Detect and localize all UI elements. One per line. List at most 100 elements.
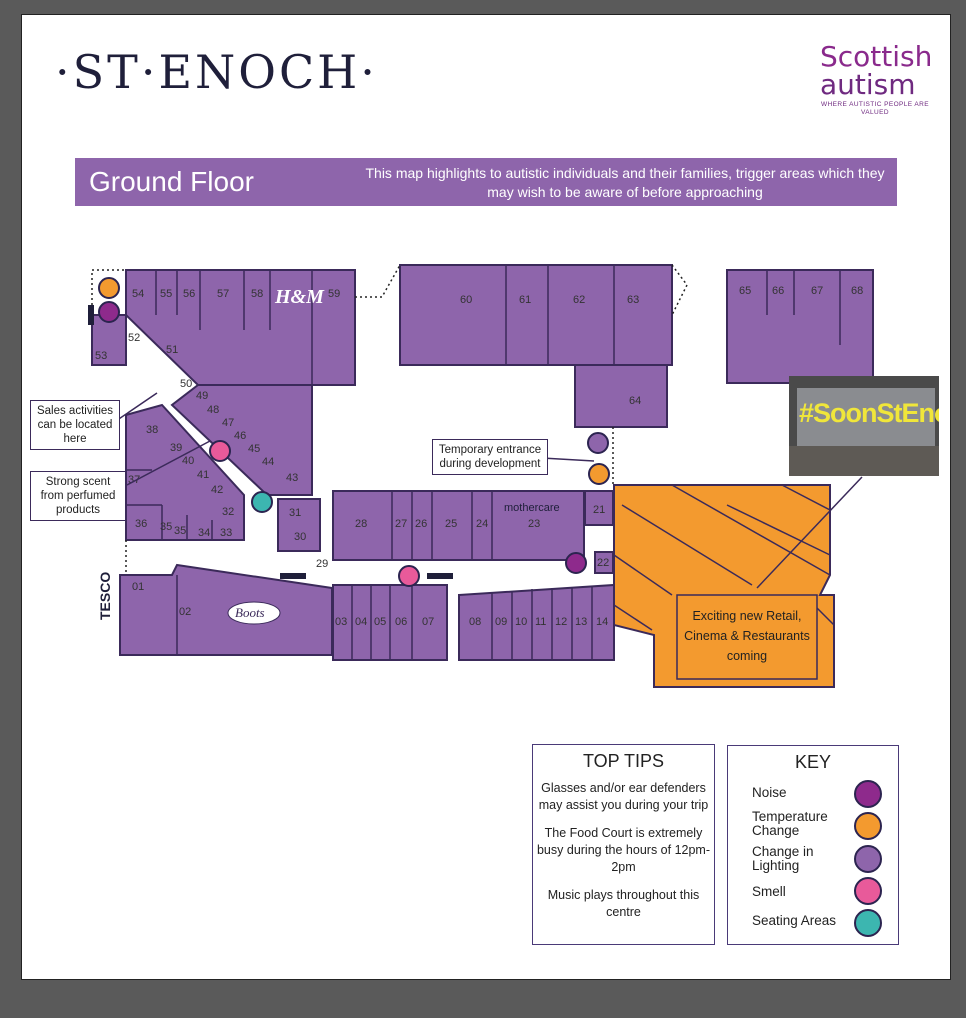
svg-text:13: 13 — [575, 616, 587, 628]
svg-text:58: 58 — [251, 288, 263, 300]
svg-text:64: 64 — [629, 395, 641, 407]
top-tips-panel: TOP TIPS Glasses and/or ear defenders ma… — [532, 744, 715, 945]
svg-text:09: 09 — [495, 616, 507, 628]
svg-text:30: 30 — [294, 531, 306, 543]
noise-icon — [565, 552, 587, 574]
svg-text:49: 49 — [196, 390, 208, 402]
svg-text:42: 42 — [211, 484, 223, 496]
svg-text:02: 02 — [179, 606, 191, 618]
tip-item: Glasses and/or ear defenders may assist … — [538, 781, 709, 812]
boots-logo: Boots — [235, 605, 265, 620]
svg-text:62: 62 — [573, 294, 585, 306]
svg-text:28: 28 — [355, 518, 367, 530]
svg-text:66: 66 — [772, 285, 784, 297]
key-label-smell: Smell — [752, 884, 786, 899]
svg-text:61: 61 — [519, 294, 531, 306]
headphones-icon — [854, 780, 882, 808]
svg-text:43: 43 — [286, 472, 298, 484]
svg-text:01: 01 — [132, 581, 144, 593]
tip-item: Music plays throughout this centre — [547, 888, 700, 919]
svg-text:05: 05 — [374, 616, 386, 628]
svg-text:29: 29 — [316, 558, 328, 570]
svg-text:27: 27 — [395, 518, 407, 530]
svg-text:38: 38 — [146, 424, 158, 436]
temperature-icon — [98, 277, 120, 299]
svg-text:60: 60 — [460, 294, 472, 306]
svg-text:26: 26 — [415, 518, 427, 530]
key-title: KEY — [794, 752, 832, 772]
svg-text:22: 22 — [597, 557, 609, 569]
scottish-autism-logo: Scottish autism WHERE AUTISTIC PEOPLE AR… — [820, 43, 935, 117]
svg-text:46: 46 — [234, 430, 246, 442]
unit-block-left — [125, 403, 245, 541]
tesco-logo: TESCO — [97, 572, 113, 620]
svg-text:34: 34 — [198, 527, 210, 539]
svg-text:12: 12 — [555, 616, 567, 628]
top-tips-title: TOP TIPS — [582, 751, 665, 771]
callout-coming: Exciting new Retail, Cinema & Restaurant… — [679, 603, 815, 669]
svg-text:68: 68 — [851, 285, 863, 297]
svg-text:41: 41 — [197, 469, 209, 481]
svg-text:52: 52 — [128, 332, 140, 344]
svg-text:11: 11 — [535, 616, 546, 628]
svg-text:23: 23 — [528, 518, 540, 530]
lightbulb-icon — [587, 432, 609, 454]
callout-scent: Strong scent from perfumed products — [30, 471, 126, 521]
svg-text:32: 32 — [222, 506, 234, 518]
svg-text:47: 47 — [222, 417, 234, 429]
partner-logo-line2: autism — [820, 68, 916, 101]
svg-text:24: 24 — [476, 518, 488, 530]
svg-text:07: 07 — [422, 616, 434, 628]
noise-icon — [98, 301, 120, 323]
seat-icon — [854, 909, 882, 937]
smell-icon — [209, 440, 231, 462]
svg-text:40: 40 — [182, 455, 194, 467]
seating-icon — [251, 491, 273, 513]
svg-text:04: 04 — [355, 616, 367, 628]
mothercare-logo: mothercare — [504, 502, 560, 514]
photo-floor — [789, 446, 939, 476]
svg-text:06: 06 — [395, 616, 407, 628]
banner-description: This map highlights to autistic individu… — [365, 165, 885, 200]
svg-text:36: 36 — [135, 518, 147, 530]
key-panel: KEY Noise Temperature Change Change in L… — [727, 745, 899, 945]
svg-text:33: 33 — [220, 527, 232, 539]
thermometer-icon — [854, 812, 882, 840]
svg-text:50: 50 — [180, 378, 192, 390]
svg-text:48: 48 — [207, 404, 219, 416]
key-label-noise: Noise — [752, 785, 787, 800]
unit-block-diagonal — [170, 384, 313, 496]
svg-text:35: 35 — [174, 525, 186, 537]
floor-banner: Ground Floor This map highlights to auti… — [75, 158, 897, 206]
svg-text:14: 14 — [596, 616, 608, 628]
map-page: ·ST·ENOCH· Scottish autism WHERE AUTISTI… — [21, 14, 951, 980]
partner-logo-line1: Scottish — [820, 40, 933, 73]
partner-tagline: WHERE AUTISTIC PEOPLE ARE VALUED — [821, 101, 929, 116]
svg-text:25: 25 — [445, 518, 457, 530]
key-label-lighting: Change in Lighting — [752, 844, 814, 873]
smell-icon — [398, 565, 420, 587]
key-label-seating: Seating Areas — [752, 913, 837, 928]
tip-item: The Food Court is extremely busy during … — [536, 826, 711, 874]
svg-text:31: 31 — [289, 507, 301, 519]
floor-title: Ground Floor — [89, 166, 254, 197]
unit-64 — [574, 364, 668, 428]
svg-text:63: 63 — [627, 294, 639, 306]
svg-text:67: 67 — [811, 285, 823, 297]
photo-hashtag: #SoonStEnoch — [799, 398, 939, 428]
promo-photo: #SoonStEnoch — [789, 376, 939, 476]
callout-sales: Sales activities can be located here — [30, 400, 120, 450]
callout-entrance: Temporary entrance during development — [432, 439, 548, 475]
photo-wall — [797, 388, 935, 446]
svg-text:35: 35 — [160, 521, 172, 533]
unit-block-60-63 — [399, 264, 673, 366]
hm-logo: H&M — [274, 286, 325, 308]
svg-text:54: 54 — [132, 288, 144, 300]
unit-30-31 — [277, 498, 321, 552]
svg-text:39: 39 — [170, 442, 182, 454]
svg-text:59: 59 — [328, 288, 340, 300]
st-enoch-logo: ·ST·ENOCH· — [55, 45, 378, 99]
svg-text:10: 10 — [515, 616, 527, 628]
svg-text:65: 65 — [739, 285, 751, 297]
